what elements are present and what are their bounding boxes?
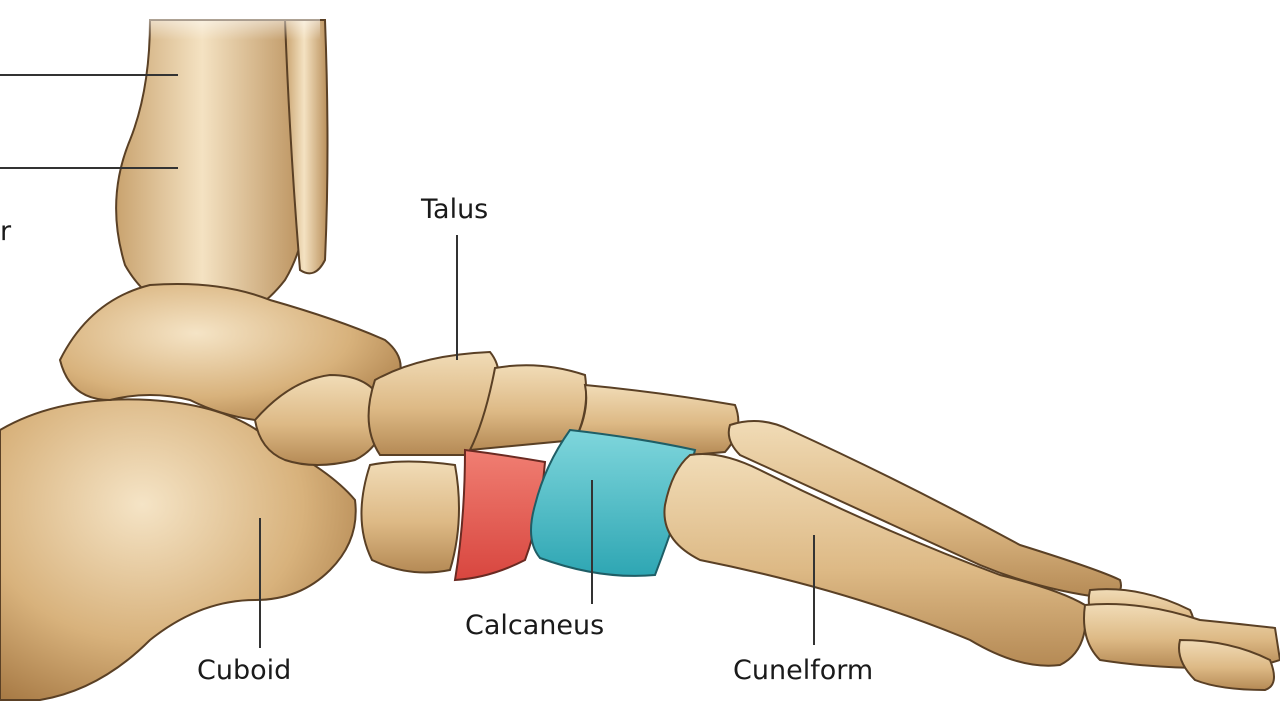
label-left-partial: r	[0, 216, 12, 247]
label-calcaneus: Calcaneus	[465, 610, 605, 641]
label-talus: Talus	[421, 194, 489, 225]
fibula-bone	[283, 19, 329, 275]
highlight-red-bone	[453, 448, 547, 582]
label-cuboid: Cuboid	[197, 655, 292, 686]
leader-lines	[0, 74, 815, 648]
highlight-cyan-bone	[530, 428, 697, 577]
toe-tip	[1178, 638, 1275, 692]
tibia-bone	[115, 19, 309, 322]
cuboid-bone	[360, 460, 460, 574]
metatarsal-2	[663, 453, 1087, 667]
label-cuneiform: Cunelform	[733, 655, 874, 686]
heel-bone	[0, 398, 357, 701]
